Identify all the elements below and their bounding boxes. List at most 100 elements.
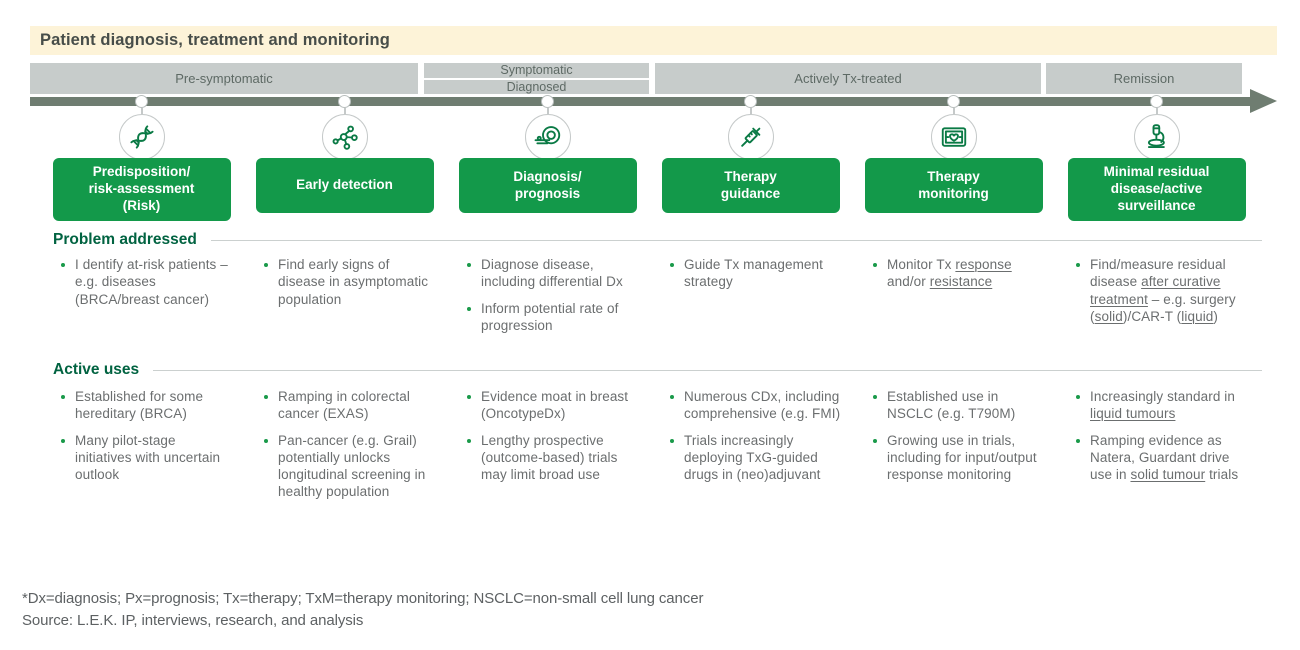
monitor-icon xyxy=(930,114,977,160)
dot-connector xyxy=(546,108,549,114)
stage-box-cell: Early detection xyxy=(243,158,446,221)
problem-list: I dentify at-risk patients – e.g. diseas… xyxy=(40,256,243,317)
timeline-dot xyxy=(135,95,148,108)
bullet-item: Pan-cancer (e.g. Grail) potentially unlo… xyxy=(261,432,436,501)
problem-cell: Monitor Tx response and/or resistance xyxy=(852,256,1055,343)
bullet-item: Find early signs of disease in asymptoma… xyxy=(261,256,436,308)
problem-list: Find early signs of disease in asymptoma… xyxy=(243,256,446,317)
bullet-item: Established for some hereditary (BRCA) xyxy=(58,388,233,423)
active-list: Numerous CDx, including comprehensive (e… xyxy=(649,388,852,492)
stage-box-3: Therapy guidance xyxy=(661,158,840,213)
source-line: Source: L.E.K. IP, interviews, research,… xyxy=(22,612,364,629)
active-uses-row: Established for some hereditary (BRCA) Ma… xyxy=(40,388,1258,510)
phase-actively-tx-treated: Actively Tx-treated xyxy=(655,63,1041,94)
syringe-icon xyxy=(727,114,774,160)
problem-list: Diagnose disease, including differential… xyxy=(446,256,649,343)
active-list: Established use in NSCLC (e.g. T790M) Gro… xyxy=(852,388,1055,492)
phase-diagnosed: Diagnosed xyxy=(424,79,649,94)
stage-box-2: Diagnosis/ prognosis xyxy=(458,158,637,213)
dot-connector xyxy=(1155,108,1158,114)
active-cell: Numerous CDx, including comprehensive (e… xyxy=(649,388,852,510)
bullet-item: Many pilot-stage initiatives with uncert… xyxy=(58,432,233,484)
stage-box-0: Predisposition/ risk-assessment (Risk) xyxy=(52,158,231,221)
dot-connector xyxy=(140,108,143,114)
stage-icon-cell xyxy=(1055,108,1258,160)
bullet-item: Increasingly standard in liquid tumours xyxy=(1073,388,1248,423)
stage-box-4: Therapy monitoring xyxy=(864,158,1043,213)
dot-connector xyxy=(952,108,955,114)
stage-box-5: Minimal residual disease/active surveill… xyxy=(1067,158,1246,221)
molecule-icon xyxy=(321,114,368,160)
problem-addressed-row: I dentify at-risk patients – e.g. diseas… xyxy=(40,256,1258,343)
active-cell: Evidence moat in breast (OncotypeDx) Leng… xyxy=(446,388,649,510)
active-list: Established for some hereditary (BRCA) Ma… xyxy=(40,388,243,492)
timeline-arrow-head xyxy=(1250,89,1277,113)
timeline-dot-cell xyxy=(40,95,243,108)
bullet-item: Ramping evidence as Natera, Guardant dri… xyxy=(1073,432,1248,484)
stage-box-cell: Diagnosis/ prognosis xyxy=(446,158,649,221)
problem-addressed-label: Problem addressed xyxy=(53,231,197,248)
timeline-dot-cell xyxy=(1055,95,1258,108)
bullet-item: Diagnose disease, including differential… xyxy=(464,256,639,291)
problem-cell: Guide Tx management strategy xyxy=(649,256,852,343)
dot-connector xyxy=(343,108,346,114)
stage-box-cell: Predisposition/ risk-assessment (Risk) xyxy=(40,158,243,221)
bullet-item: Ramping in colorectal cancer (EXAS) xyxy=(261,388,436,423)
problem-cell: I dentify at-risk patients – e.g. diseas… xyxy=(40,256,243,343)
active-header-rule xyxy=(153,369,1262,371)
bullet-item: Inform potential rate of progression xyxy=(464,300,639,335)
problem-cell: Find early signs of disease in asymptoma… xyxy=(243,256,446,343)
problem-cell: Diagnose disease, including differential… xyxy=(446,256,649,343)
stage-box-cell: Therapy monitoring xyxy=(852,158,1055,221)
timeline-arrow-bar xyxy=(30,97,1252,106)
stage-icon-cell xyxy=(649,108,852,160)
scanner-icon xyxy=(524,114,571,160)
bullet-item: Lengthy prospective (outcome-based) tria… xyxy=(464,432,639,484)
phase-symptomatic: Symptomatic xyxy=(424,63,649,78)
problem-list: Monitor Tx response and/or resistance xyxy=(852,256,1055,300)
bullet-item: Trials increasingly deploying TxG-guided… xyxy=(667,432,842,484)
timeline-dot xyxy=(541,95,554,108)
timeline-dot-cell xyxy=(243,95,446,108)
timeline-dot-cell xyxy=(446,95,649,108)
bullet-item: I dentify at-risk patients – e.g. diseas… xyxy=(58,256,233,308)
timeline-dot-cell xyxy=(852,95,1055,108)
bullet-item: Guide Tx management strategy xyxy=(667,256,842,291)
timeline-dot-cell xyxy=(649,95,852,108)
bullet-item: Numerous CDx, including comprehensive (e… xyxy=(667,388,842,423)
bullet-item: Find/measure residual disease after cura… xyxy=(1073,256,1248,325)
dot-connector xyxy=(749,108,752,114)
timeline-dot xyxy=(1150,95,1163,108)
active-cell: Established for some hereditary (BRCA) Ma… xyxy=(40,388,243,510)
timeline-dot xyxy=(338,95,351,108)
footnote: *Dx=diagnosis; Px=prognosis; Tx=therapy;… xyxy=(22,590,704,607)
bullet-item: Evidence moat in breast (OncotypeDx) xyxy=(464,388,639,423)
microscope-icon xyxy=(1133,114,1180,160)
bullet-item: Growing use in trials, including for inp… xyxy=(870,432,1045,484)
timeline-dot xyxy=(947,95,960,108)
stage-icon-cell xyxy=(446,108,649,160)
timeline-dot xyxy=(744,95,757,108)
stage-box-1: Early detection xyxy=(255,158,434,213)
active-list: Ramping in colorectal cancer (EXAS) Pan-c… xyxy=(243,388,446,510)
bullet-item: Established use in NSCLC (e.g. T790M) xyxy=(870,388,1045,423)
stage-icon-cell xyxy=(852,108,1055,160)
stage-icons-row xyxy=(40,108,1258,160)
slide-title: Patient diagnosis, treatment and monitor… xyxy=(40,31,390,49)
bullet-item: Monitor Tx response and/or resistance xyxy=(870,256,1045,291)
stage-box-cell: Minimal residual disease/active surveill… xyxy=(1055,158,1258,221)
active-uses-header: Active uses xyxy=(53,361,1262,379)
active-uses-label: Active uses xyxy=(53,361,140,378)
problem-list: Guide Tx management strategy xyxy=(649,256,852,300)
problem-cell: Find/measure residual disease after cura… xyxy=(1055,256,1258,343)
problem-addressed-header: Problem addressed xyxy=(53,231,1262,249)
dna-icon xyxy=(118,114,165,160)
stage-boxes-row: Predisposition/ risk-assessment (Risk) Ea… xyxy=(40,158,1258,221)
stage-icon-cell xyxy=(40,108,243,160)
phase-pre-symptomatic: Pre-symptomatic xyxy=(30,63,418,94)
stage-box-cell: Therapy guidance xyxy=(649,158,852,221)
stage-icon-cell xyxy=(243,108,446,160)
active-list: Evidence moat in breast (OncotypeDx) Leng… xyxy=(446,388,649,492)
